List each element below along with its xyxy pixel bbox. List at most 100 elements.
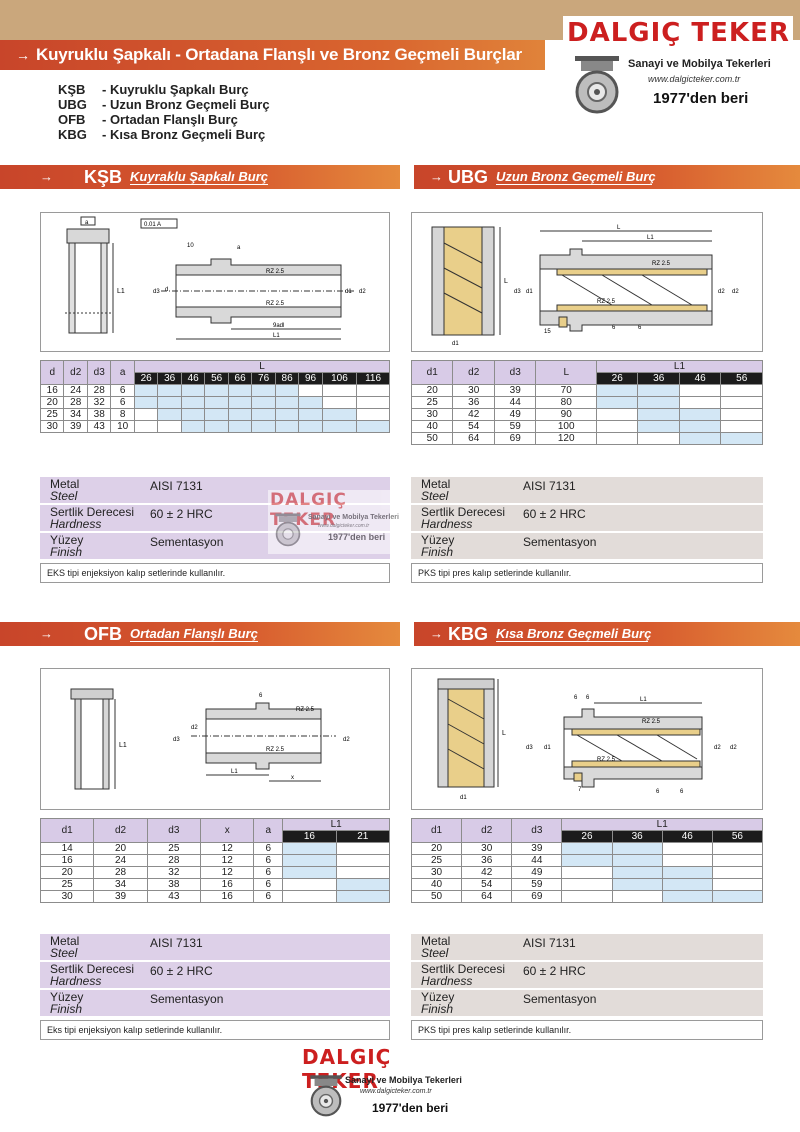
availability-cell — [321, 408, 358, 421]
table-cell: 32 — [146, 866, 202, 879]
table-cell: 30 — [410, 408, 454, 421]
sub-column-header: 16 — [282, 830, 337, 843]
table-cell: 25 — [410, 396, 454, 409]
svg-text:6: 6 — [680, 789, 684, 795]
svg-text:6: 6 — [574, 695, 578, 701]
svg-text:L: L — [502, 730, 506, 737]
sub-column-header: 116 — [356, 372, 390, 385]
availability-cell — [678, 396, 722, 409]
availability-cell — [282, 854, 337, 867]
availability-cell — [180, 396, 206, 409]
availability-cell — [251, 384, 276, 397]
hardness-label-en: Hardness — [50, 517, 102, 531]
metal-label: Metal — [421, 934, 451, 948]
table-cell: 36 — [461, 854, 513, 867]
availability-cell — [356, 384, 390, 397]
brand-subtitle: Sanayi ve Mobilya Tekerleri — [345, 1075, 462, 1085]
brand-logo-footer: DALGIÇ TEKER Sanayi ve Mobilya Tekerleri… — [300, 1045, 470, 1125]
metal-label: Metal — [50, 477, 80, 491]
table-cell: 49 — [511, 866, 563, 879]
table-cell: 69 — [511, 890, 563, 903]
availability-cell — [711, 854, 764, 867]
table-cell: 44 — [493, 396, 537, 409]
availability-cell — [711, 890, 764, 903]
section-name: Ortadan Flanşlı Burç — [130, 626, 258, 641]
availability-cell — [356, 408, 390, 421]
availability-cell — [611, 854, 663, 867]
table-cell: 39 — [63, 420, 88, 433]
table-cell: 50 — [410, 890, 463, 903]
availability-cell — [720, 420, 763, 433]
sub-column-header: 66 — [227, 372, 253, 385]
brand-subtitle: Sanayi ve Mobilya Tekerleri — [628, 58, 771, 70]
table-cell: 20 — [410, 842, 463, 855]
availability-cell — [274, 396, 300, 409]
table-cell: 90 — [535, 408, 597, 421]
diagram-ofb: L1 RZ 2.5 RZ 2.5 6 d3 d2 d2 L1 x — [40, 668, 390, 810]
table-cell: 70 — [535, 384, 597, 397]
page-title-text: Kuyruklu Şapkalı - Ortadana Flanşlı ve B… — [36, 45, 522, 64]
hardness-label: Sertlik Derecesi — [421, 962, 506, 976]
section-header-ofb: → OFB Ortadan Flanşlı Burç — [0, 622, 400, 646]
column-header: d1 — [39, 818, 95, 843]
svg-text:a: a — [85, 220, 89, 226]
table-cell: 64 — [461, 890, 513, 903]
legend-code: KBG — [58, 127, 87, 142]
availability-cell — [157, 420, 182, 433]
svg-text:d2: d2 — [732, 289, 739, 295]
finish-label: Yüzey — [50, 990, 84, 1004]
section-code: KŞB — [84, 167, 123, 187]
sub-column-header: 56 — [720, 372, 763, 385]
table-cell: 59 — [511, 878, 563, 891]
table-cell: 16 — [39, 384, 65, 397]
legend-desc: - Ortadan Flanşlı Burç — [102, 112, 238, 127]
brand-url: www.dalgicteker.com.tr — [360, 1088, 432, 1095]
availability-cell — [611, 842, 663, 855]
section-code: KBG — [448, 624, 488, 644]
availability-cell — [227, 408, 253, 421]
column-header: d1 — [410, 818, 463, 843]
hardness-value: 60 ± 2 HRC — [150, 964, 213, 978]
table-cell: 20 — [93, 842, 148, 855]
availability-cell — [251, 408, 276, 421]
table-cell: 42 — [452, 408, 495, 421]
table-cell: 43 — [146, 890, 202, 903]
column-header: d2 — [63, 360, 88, 385]
svg-text:RZ 2.5: RZ 2.5 — [642, 719, 661, 725]
availability-cell — [561, 878, 613, 891]
sub-column-header: 36 — [637, 372, 680, 385]
hardness-label: Sertlik Derecesi — [421, 505, 506, 519]
usage-note: EKS tipi enjeksiyon kalıp setlerinde kul… — [40, 563, 390, 583]
finish-label-en: Finish — [421, 1002, 454, 1016]
table-cell: 38 — [86, 408, 112, 421]
brand-name: DALGIÇ TEKER — [567, 18, 790, 48]
table-cell: 39 — [93, 890, 148, 903]
hardness-label-en: Hardness — [421, 974, 473, 988]
svg-text:0.01 A: 0.01 A — [144, 222, 161, 228]
availability-cell — [661, 878, 713, 891]
table-cell: 28 — [63, 396, 88, 409]
sub-column-header: 46 — [180, 372, 206, 385]
sub-column-header: 106 — [321, 372, 358, 385]
table-cell: 80 — [535, 396, 597, 409]
availability-cell — [204, 384, 229, 397]
column-header: x — [200, 818, 255, 843]
availability-cell — [711, 878, 764, 891]
table-cell: 64 — [452, 432, 495, 445]
availability-cell — [282, 842, 337, 855]
hardness-label: Sertlik Derecesi — [50, 505, 135, 519]
table-cell: 12 — [200, 866, 255, 879]
svg-text:6: 6 — [656, 789, 660, 795]
availability-cell — [678, 420, 722, 433]
svg-text:d3: d3 — [526, 745, 533, 751]
table-cell: 6 — [253, 854, 284, 867]
svg-text:L1: L1 — [231, 769, 238, 775]
table-cell: 69 — [493, 432, 537, 445]
column-header: a — [110, 360, 135, 385]
availability-cell — [298, 408, 323, 421]
